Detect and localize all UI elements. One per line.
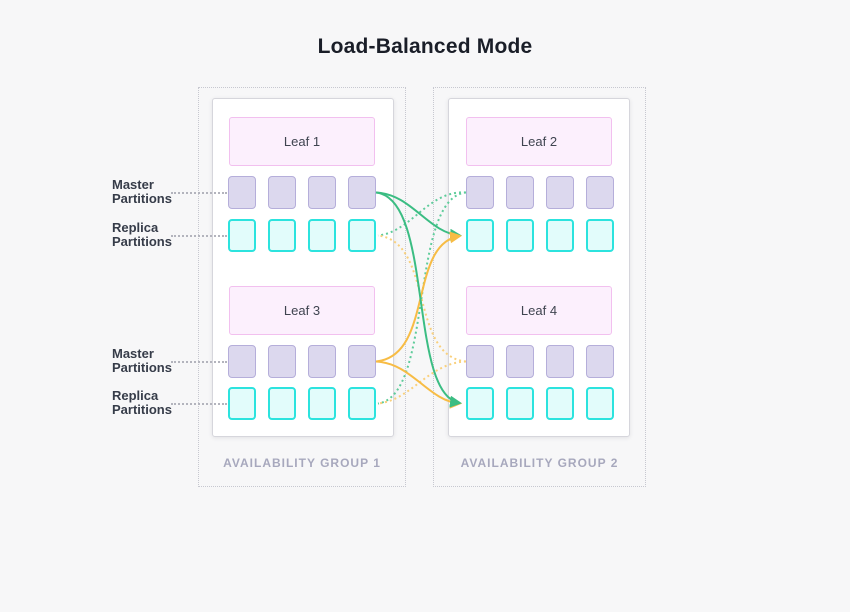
leaf-2-header: Leaf 2 xyxy=(466,117,612,166)
leader-line-master-2 xyxy=(171,361,227,363)
leaf-1-replica-partition xyxy=(228,219,256,252)
leaf-4-master-partition xyxy=(586,345,614,378)
leaf-1-replica-partition xyxy=(348,219,376,252)
leaf-4-master-partition xyxy=(546,345,574,378)
row-label-replica-partitions-1: Replica Partitions xyxy=(112,220,172,249)
leaf-4-master-partition xyxy=(506,345,534,378)
leader-line-replica-1 xyxy=(171,235,227,237)
leaf-3-header: Leaf 3 xyxy=(229,286,375,335)
availability-group-2-label: AVAILABILITY GROUP 2 xyxy=(460,456,619,470)
leaf-4-master-partition xyxy=(466,345,494,378)
leaf-1-header: Leaf 1 xyxy=(229,117,375,166)
leaf-3-replica-partition xyxy=(228,387,256,420)
leaf-2-replica-partition xyxy=(586,219,614,252)
leaf-4-header: Leaf 4 xyxy=(466,286,612,335)
leaf-2-replica-partition xyxy=(506,219,534,252)
leaf-4-name: Leaf 4 xyxy=(520,303,558,318)
leaf-2-master-partition xyxy=(466,176,494,209)
leaf-1-master-partition xyxy=(228,176,256,209)
leaf-2-replica-partition xyxy=(546,219,574,252)
leaf-4-replica-partition xyxy=(546,387,574,420)
row-label-master-partitions-1: Master Partitions xyxy=(112,177,172,206)
leader-line-master-1 xyxy=(171,192,227,194)
leaf-1-master-partition xyxy=(268,176,296,209)
leaf-1-replica-partition xyxy=(308,219,336,252)
row-label-master-partitions-2: Master Partitions xyxy=(112,346,172,375)
leaf-2-master-partition xyxy=(506,176,534,209)
leaf-3-master-partition xyxy=(348,345,376,378)
leaf-1-master-partition xyxy=(308,176,336,209)
diagram-title: Load-Balanced Mode xyxy=(317,35,533,58)
leaf-1-name: Leaf 1 xyxy=(283,134,321,149)
availability-group-1-label: AVAILABILITY GROUP 1 xyxy=(223,456,381,470)
leaf-3-replica-partition xyxy=(348,387,376,420)
leaf-3-master-partition xyxy=(228,345,256,378)
leaf-3-name: Leaf 3 xyxy=(283,303,321,318)
leaf-3-master-partition xyxy=(308,345,336,378)
leaf-2-master-partition xyxy=(546,176,574,209)
leaf-4-replica-partition xyxy=(586,387,614,420)
leaf-3-replica-partition xyxy=(268,387,296,420)
leaf-1-master-partition xyxy=(348,176,376,209)
leaf-4-replica-partition xyxy=(466,387,494,420)
leaf-2-master-partition xyxy=(586,176,614,209)
leader-line-replica-2 xyxy=(171,403,227,405)
row-label-replica-partitions-2: Replica Partitions xyxy=(112,388,172,417)
leaf-4-replica-partition xyxy=(506,387,534,420)
leaf-2-name: Leaf 2 xyxy=(520,134,558,149)
leaf-1-replica-partition xyxy=(268,219,296,252)
leaf-2-replica-partition xyxy=(466,219,494,252)
leaf-3-master-partition xyxy=(268,345,296,378)
leaf-3-replica-partition xyxy=(308,387,336,420)
